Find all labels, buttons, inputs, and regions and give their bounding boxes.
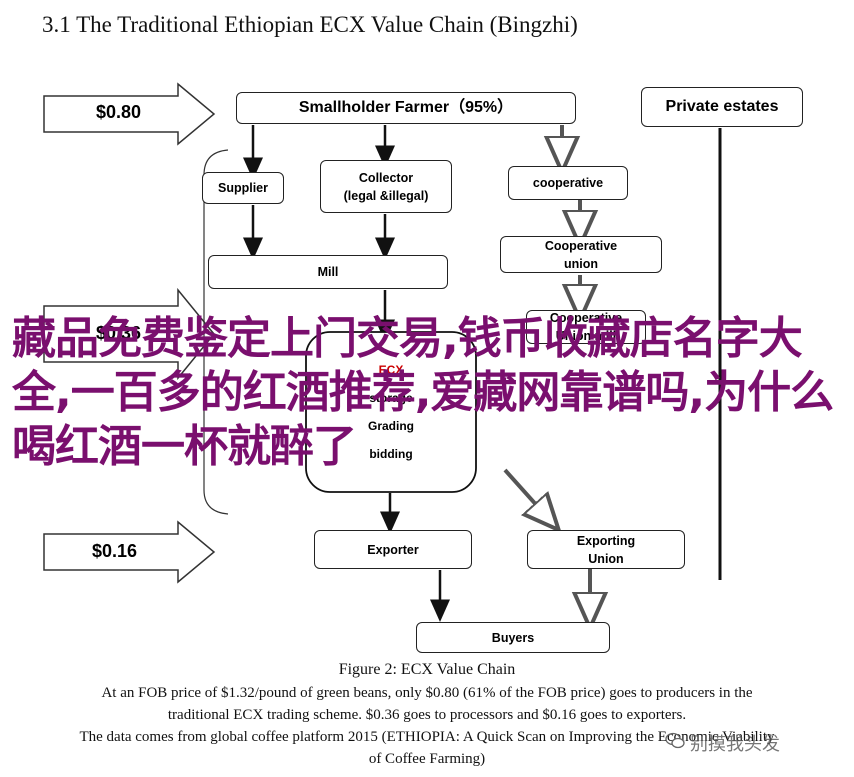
exporting-union-label-2: Union (588, 551, 624, 566)
mill-label: Mill (317, 265, 339, 279)
caption-line-2: traditional ECX trading scheme. $0.36 go… (167, 707, 687, 723)
collector-sublabel: (legal &illegal) (343, 188, 429, 203)
caption-line-1: At an FOB price of $1.32/pound of green … (101, 685, 753, 701)
price-arrow-1-icon (43, 82, 216, 146)
cooperative-union-mill-box: Cooperative Union mill (526, 310, 646, 344)
ecx-storage-label: storage (369, 391, 413, 405)
overlay-text: 藏品免费鉴定上门交易,钱币收藏店名字大全,一百多的红酒推荐,爱藏网靠谱吗,为什么… (12, 313, 834, 472)
collector-label: Collector (358, 170, 414, 185)
price-label-exporters: $0.16 (92, 541, 138, 561)
smallholder-farmer-label: Smallholder Farmer（95%） (298, 99, 514, 116)
ecx-label: ECX (378, 363, 404, 377)
ecx-contents: ECX storage Grading bidding (306, 332, 476, 492)
buyers-box: Buyers (416, 622, 610, 653)
caption-line-3: The data comes from global coffee platfo… (79, 729, 775, 745)
exporter-label: Exporter (367, 542, 419, 557)
wechat-icon (665, 732, 685, 749)
cooperative-union-box: Cooperative union (500, 236, 662, 273)
section-title: 3.1 The Traditional Ethiopian ECX Value … (42, 12, 578, 37)
price-arrow-2-icon (43, 287, 215, 381)
ecx-bidding-label: bidding (369, 447, 413, 461)
supplier-box: Supplier (202, 172, 284, 204)
cooperative-label: cooperative (532, 176, 604, 190)
price-label-processors: $0.36 (96, 323, 142, 343)
mill-box: Mill (208, 255, 448, 289)
figure-title: Figure 2: ECX Value Chain (338, 661, 516, 678)
collector-box: Collector (legal &illegal) (320, 160, 452, 213)
smallholder-farmer-box: Smallholder Farmer（95%） (236, 92, 576, 124)
supplier-label: Supplier (217, 181, 268, 195)
ecx-box (305, 331, 477, 493)
exporter-box: Exporter (314, 530, 472, 569)
cooperative-box: cooperative (508, 166, 628, 200)
cooperative-union-label-1: Cooperative (544, 238, 618, 253)
buyers-label: Buyers (491, 630, 535, 645)
cooperative-union-mill-label-1: Cooperative (549, 311, 623, 325)
private-estates-label: Private estates (665, 98, 779, 115)
watermark-text: 别摸我头发 (690, 734, 780, 754)
cooperative-union-label-2: union (563, 256, 598, 271)
caption-line-4: of Coffee Farming) (368, 751, 486, 767)
ecx-grading-label: Grading (367, 419, 414, 433)
exporting-union-label-1: Exporting (576, 533, 636, 548)
bracket (203, 149, 229, 515)
price-label-producers: $0.80 (96, 102, 142, 122)
cooperative-union-mill-label-2: Union mill (555, 329, 617, 343)
exporting-union-box: Exporting Union (527, 530, 685, 569)
price-arrow-3-icon (43, 520, 216, 584)
private-estates-box: Private estates (641, 87, 803, 127)
